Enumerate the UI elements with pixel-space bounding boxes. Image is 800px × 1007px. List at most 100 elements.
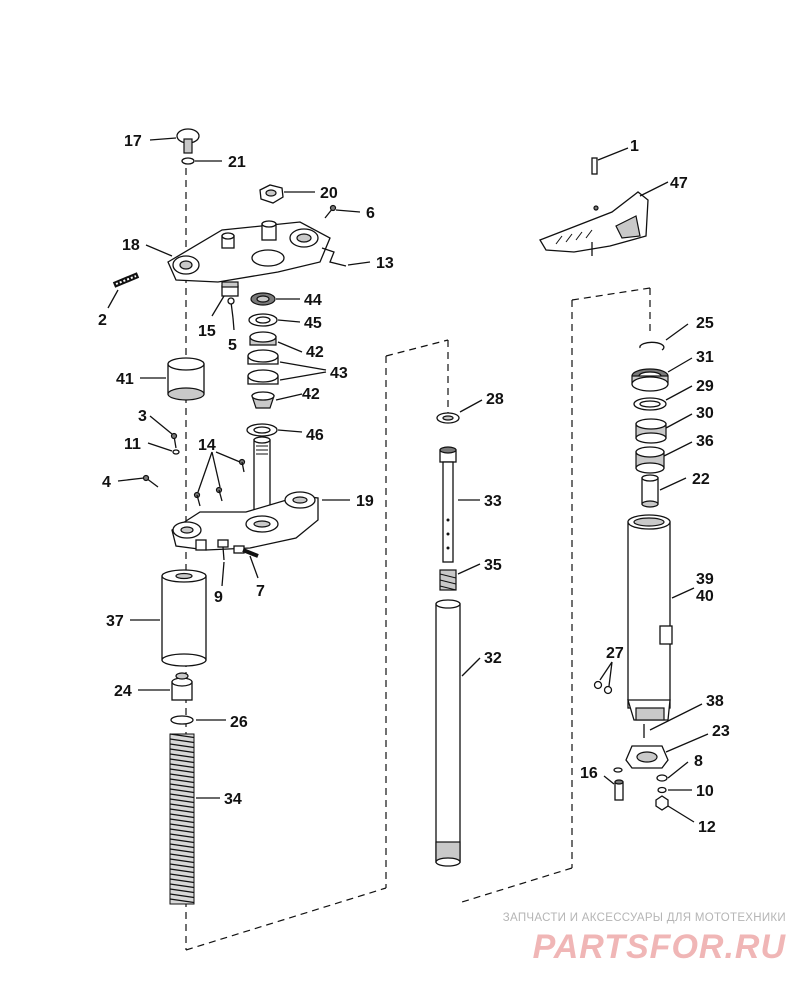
upper-fork-bracket-part-18: [167, 220, 331, 283]
screw-part-3: [170, 432, 178, 449]
spring-seat-part-24: [171, 672, 193, 701]
cap-bolt-part-17: [176, 128, 200, 154]
slider-part-39-40: [627, 514, 673, 721]
callout-6: 6: [366, 205, 375, 222]
callout-20: 20: [320, 185, 338, 202]
callout-38: 38: [706, 693, 724, 710]
callout-41: 41: [116, 371, 134, 388]
fork-spring-part-34: [169, 733, 195, 905]
callout-25: 25: [696, 315, 714, 332]
washer-part-10: [657, 786, 667, 794]
callout-1: 1: [630, 138, 639, 155]
callout-30: 30: [696, 405, 714, 422]
callout-10: 10: [696, 783, 714, 800]
left-assembly: [107, 128, 387, 951]
right-return-line: [461, 867, 573, 903]
o-ring-part-26: [170, 715, 194, 725]
bolt-part-7: [233, 545, 259, 558]
center-assembly: [385, 339, 483, 888]
callout-13: 13: [376, 255, 394, 272]
callout-35: 35: [484, 557, 502, 574]
callout-23: 23: [712, 723, 730, 740]
callout-3: 3: [138, 408, 147, 425]
callout-19: 19: [356, 493, 374, 510]
fork-tube-part-32: [435, 599, 461, 867]
callout-44: 44: [304, 292, 322, 309]
axle-cap-part-23: [625, 745, 669, 769]
watermark-logo: PARTSFOR.RU: [532, 928, 786, 966]
oil-seal-part-31: [631, 368, 669, 392]
washer-part-11: [172, 449, 180, 455]
bushing-part-30: [635, 418, 667, 444]
callout-21: 21: [228, 154, 246, 171]
screw-part-5: [227, 297, 235, 319]
nut-part-20: [259, 184, 284, 204]
wire-part-13: [321, 247, 347, 267]
circlip-part-25: [639, 341, 665, 351]
bushing-part-36: [635, 446, 665, 474]
stud-part-2: [112, 272, 140, 288]
bolt-part-16: [613, 767, 624, 801]
spacer-part-22: [641, 474, 659, 508]
callout-7: 7: [256, 583, 265, 600]
callout-18: 18: [122, 237, 140, 254]
right-assembly: [461, 147, 709, 903]
callout-15: 15: [198, 323, 216, 340]
callout-32: 32: [484, 650, 502, 667]
callout-42-lower: 42: [302, 386, 320, 403]
washer-part-29: [633, 397, 667, 411]
callout-5: 5: [228, 337, 237, 354]
screw-part-6: [324, 204, 337, 219]
callout-16: 16: [580, 765, 598, 782]
screws-part-14: [193, 458, 246, 507]
center-top-line: [385, 339, 449, 357]
callout-17: 17: [124, 133, 142, 150]
left-return-line: [185, 887, 387, 951]
lower-fork-bracket-part-19: [171, 436, 319, 551]
callout-29: 29: [696, 378, 714, 395]
callout-45: 45: [304, 315, 322, 332]
screw-part-4: [142, 474, 159, 488]
watermark: ЗАПЧАСТИ И АКСЕССУАРЫ ДЛЯ МОТОТЕХНИКИ PA…: [486, 912, 786, 972]
callout-24: 24: [114, 683, 132, 700]
callout-2: 2: [98, 312, 107, 329]
callout-47: 47: [670, 175, 688, 192]
callout-26: 26: [230, 714, 248, 731]
mounting-bracket-part-47: [539, 191, 649, 256]
bolt-part-9: [217, 539, 229, 561]
callout-36: 36: [696, 433, 714, 450]
callout-33: 33: [484, 493, 502, 510]
callout-8: 8: [694, 753, 703, 770]
damper-rod-part-33: [439, 446, 457, 563]
callout-43: 43: [330, 365, 348, 382]
ring-part-28: [436, 412, 460, 424]
pin-part-1: [591, 157, 598, 175]
screws-part-27: [593, 680, 613, 695]
fork-slider-part-37: [161, 569, 207, 667]
bushing-part-41: [167, 357, 205, 401]
callout-14: 14: [198, 437, 216, 454]
clamp-part-15: [221, 281, 239, 297]
callout-31: 31: [696, 349, 714, 366]
callout-46: 46: [306, 427, 324, 444]
callout-37: 37: [106, 613, 124, 630]
callout-34: 34: [224, 791, 242, 808]
callout-28: 28: [486, 391, 504, 408]
rebound-spring-part-35: [439, 569, 457, 591]
callout-labels: 17 21 20 6 18 13 2 15 5 44 45 42 43 42 4…: [98, 133, 730, 836]
callout-11: 11: [124, 436, 141, 453]
washer-part-21: [181, 157, 195, 165]
callout-39: 39: [696, 571, 714, 588]
callout-9: 9: [214, 589, 223, 606]
right-top-line: [571, 287, 651, 301]
washer-part-8: [656, 774, 668, 782]
watermark-caption: ЗАПЧАСТИ И АКСЕССУАРЫ ДЛЯ МОТОТЕХНИКИ: [502, 912, 786, 924]
callout-4: 4: [102, 474, 111, 491]
callout-42-upper: 42: [306, 344, 324, 361]
callout-40: 40: [696, 588, 714, 605]
callout-22: 22: [692, 471, 710, 488]
callout-27: 27: [606, 645, 624, 662]
bearing-stack: [246, 292, 279, 437]
